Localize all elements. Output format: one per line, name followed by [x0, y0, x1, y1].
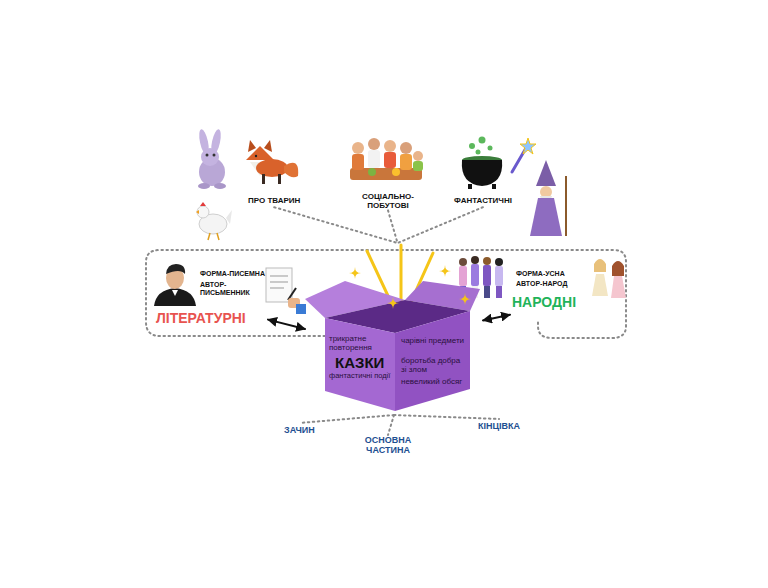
chicken-icon — [196, 202, 232, 240]
fox-icon — [246, 140, 298, 184]
feature-text: боротьба добра зі злом — [401, 356, 465, 374]
node-text: КІНЦІВКА — [478, 421, 520, 431]
box-title: КАЗКИ — [335, 354, 384, 371]
dotted-connector — [388, 210, 398, 243]
feature-text: невеликий обсяг — [401, 377, 465, 386]
node-text: ФАНТАСТИЧНІ — [454, 196, 512, 205]
category-label: ПРО ТВАРИН — [246, 194, 302, 207]
sparkle — [387, 297, 399, 309]
node-text: ПРО ТВАРИН — [248, 196, 300, 205]
wizard-icon — [530, 160, 566, 236]
node-text: ФОРМА-УСНА — [516, 270, 565, 278]
structure-label: КІНЦІВКА — [476, 419, 522, 433]
dotted-connector — [398, 207, 483, 243]
folk-group: ФОРМА-УСНА АВТОР-НАРОД НАРОДНІ — [510, 262, 588, 324]
double-arrow — [268, 320, 305, 329]
literary-group: ФОРМА-ПИСЕМНА АВТОР- ПИСЬМЕННИК ЛІТЕРАТУРН… — [150, 262, 268, 334]
feature-text: фантастичні події — [329, 372, 391, 381]
node-text: ФОРМА-ПИСЕМНА — [200, 270, 265, 278]
box-face — [395, 311, 470, 411]
dotted-connector — [388, 415, 394, 435]
feature-text: чарівні предмети — [401, 336, 465, 345]
family-icon — [350, 138, 423, 180]
box-face — [325, 318, 395, 411]
node-text: ЛІТЕРАТУРНІ — [156, 310, 246, 326]
dotted-connector — [394, 415, 499, 419]
region-outline — [146, 250, 626, 338]
writer-portrait — [154, 264, 196, 306]
node-text: ЗАЧИН — [284, 425, 315, 435]
sparkle — [459, 293, 471, 305]
document-icon — [266, 268, 306, 314]
node-text: АВТОР- ПИСЬМЕННИК — [200, 281, 258, 297]
rabbit-icon — [197, 128, 226, 189]
fairy-tale-box: трикратне повторенняКАЗКИфантастичні под… — [305, 243, 483, 415]
category-label: СОЦІАЛЬНО- ПОБУТОВІ — [355, 192, 421, 210]
cauldron-icon — [462, 137, 502, 190]
node-text: АВТОР-НАРОД — [516, 280, 567, 288]
node-text: СОЦІАЛЬНО- ПОБУТОВІ — [355, 192, 421, 210]
women-icon — [592, 259, 626, 298]
structure-label: ЗАЧИН — [282, 423, 317, 437]
wand-icon — [512, 138, 536, 172]
node-text: ОСНОВНА ЧАСТИНА — [352, 435, 424, 456]
open-box-shape — [305, 243, 483, 415]
dotted-connector — [274, 207, 397, 243]
category-label: ФАНТАСТИЧНІ — [452, 194, 514, 207]
sparkle — [439, 265, 451, 277]
feature-text: трикратне повторення — [329, 334, 389, 352]
structure-label: ОСНОВНА ЧАСТИНА — [352, 435, 424, 456]
sparkle — [349, 267, 361, 279]
node-text: НАРОДНІ — [512, 294, 576, 310]
dotted-connector — [299, 415, 394, 423]
double-arrow — [483, 315, 510, 321]
